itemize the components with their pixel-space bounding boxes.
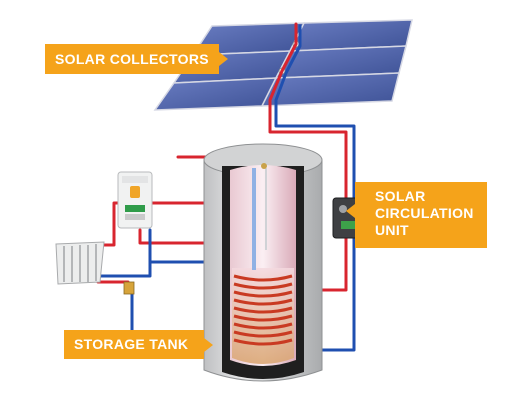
heating-pipes — [96, 155, 210, 352]
solar-panel-icon — [153, 77, 278, 111]
cold-pipe — [148, 228, 210, 264]
cold-pipe — [312, 236, 356, 352]
valve-icon — [123, 281, 135, 295]
storage-tank-label: STORAGE TANK — [74, 336, 189, 352]
solar-circulation-unit-callout: SOLAR CIRCULATION UNIT — [346, 182, 487, 248]
cold-pipe — [274, 24, 356, 202]
radiator-icon — [55, 241, 105, 285]
tank-water — [232, 268, 294, 364]
hot-pipe — [96, 280, 130, 288]
hot-pipe — [268, 22, 348, 202]
cold-pipe — [96, 260, 152, 278]
solar-collectors-callout: SOLAR COLLECTORS — [45, 44, 228, 74]
coil — [233, 274, 293, 346]
storage-tank-callout: STORAGE TANK — [64, 330, 213, 359]
solar-circulation-unit-label: SOLAR CIRCULATION UNIT — [375, 188, 474, 238]
tank-icon — [203, 143, 323, 382]
boiler-icon — [117, 171, 153, 229]
solar-collectors-label: SOLAR COLLECTORS — [55, 51, 209, 67]
hot-pipe — [98, 201, 210, 247]
solar-panel-icon — [260, 72, 400, 107]
hot-pipe — [138, 228, 210, 245]
